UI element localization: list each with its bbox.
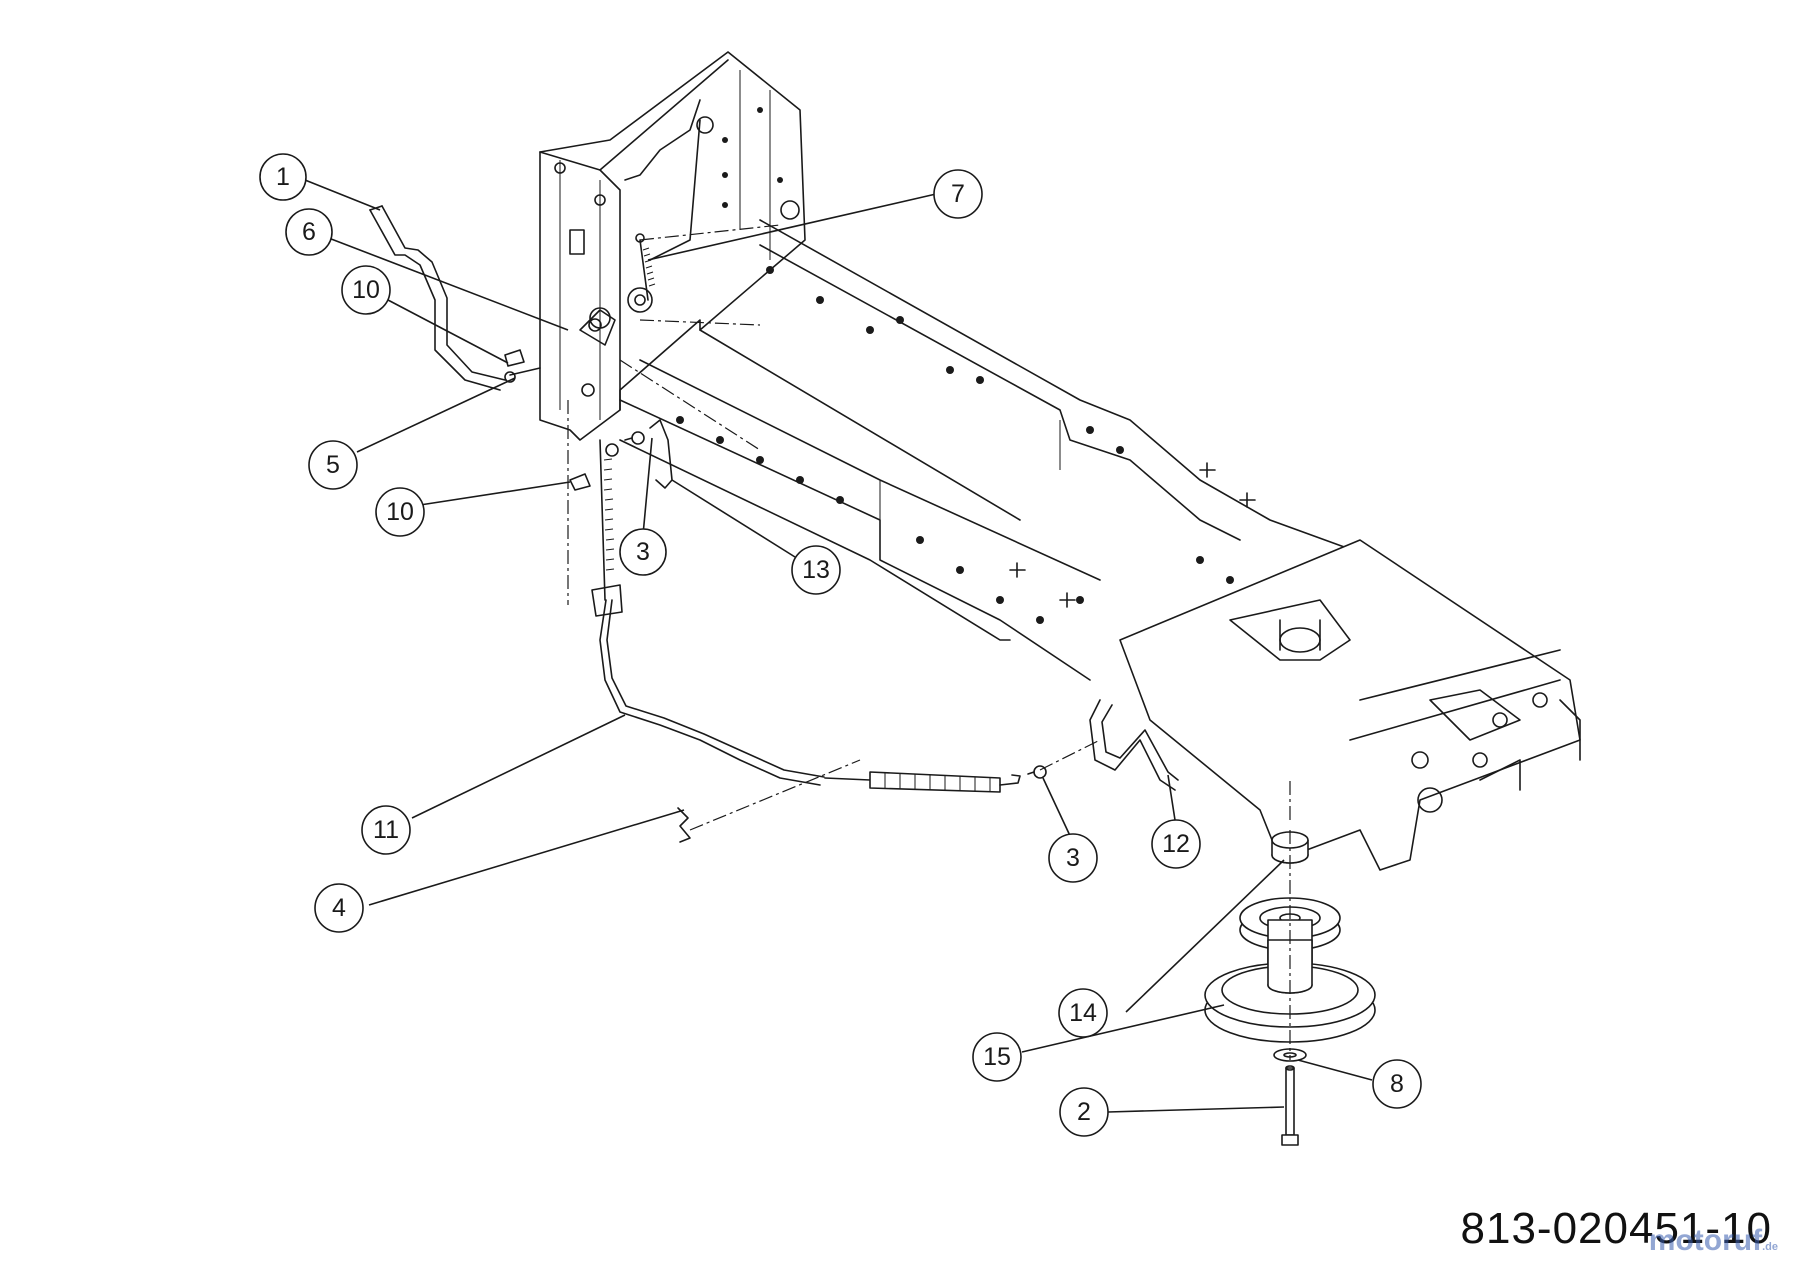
callout-3-upper: 3 <box>619 528 667 576</box>
svg-text:14: 14 <box>1069 999 1097 1027</box>
main-frame-rails <box>619 219 1581 871</box>
watermark-suffix: .de <box>1762 1241 1778 1253</box>
shoulder-bolt <box>504 367 541 383</box>
callout-2: 2 <box>1059 1087 1109 1137</box>
drawing-number: 813-020451-10 <box>1460 1204 1772 1253</box>
callout-7: 7 <box>933 169 983 219</box>
svg-text:10: 10 <box>386 498 414 526</box>
callout-5: 5 <box>308 440 358 490</box>
svg-text:11: 11 <box>373 816 399 844</box>
callout-14: 14 <box>1058 988 1108 1038</box>
bolt-upper <box>504 349 525 367</box>
nut-lower <box>1027 765 1047 779</box>
callout-10-upper: 10 <box>341 265 391 315</box>
tension-spring <box>635 233 656 301</box>
idler-rod <box>1089 699 1179 791</box>
leader-lines <box>299 177 1373 1113</box>
pivot-bracket <box>579 309 616 346</box>
svg-text:15: 15 <box>983 1043 1011 1071</box>
callout-12: 12 <box>1151 819 1201 869</box>
svg-text:3: 3 <box>636 538 650 566</box>
callout-13: 13 <box>791 545 841 595</box>
svg-text:7: 7 <box>951 180 965 208</box>
callout-10-lower: 10 <box>375 487 425 537</box>
svg-text:4: 4 <box>332 894 346 922</box>
callout-11: 11 <box>361 805 411 855</box>
front-frame-plate <box>539 51 806 441</box>
bolt <box>1281 1065 1299 1146</box>
svg-text:12: 12 <box>1162 830 1190 858</box>
svg-text:2: 2 <box>1077 1098 1091 1126</box>
svg-text:10: 10 <box>352 276 380 304</box>
svg-text:8: 8 <box>1390 1070 1404 1098</box>
callout-1: 1 <box>259 153 307 201</box>
svg-text:13: 13 <box>802 556 830 584</box>
svg-text:6: 6 <box>302 218 316 246</box>
assembly-center-lines <box>567 224 1291 1060</box>
callout-8: 8 <box>1372 1059 1422 1109</box>
cable-assembly <box>569 439 1021 793</box>
rail-holes <box>676 266 1234 624</box>
callout-15: 15 <box>972 1032 1022 1082</box>
hairpin-clip <box>677 807 691 843</box>
hook-spring <box>649 419 673 489</box>
callout-4: 4 <box>314 883 364 933</box>
callout-3-lower: 3 <box>1048 833 1098 883</box>
nut-upper <box>624 431 645 445</box>
svg-text:3: 3 <box>1066 844 1080 872</box>
watermark-logo: motoruf.de <box>1649 1224 1778 1258</box>
svg-text:5: 5 <box>326 451 340 479</box>
watermark-brand: motoruf <box>1648 1224 1763 1257</box>
svg-text:1: 1 <box>276 163 290 191</box>
callout-6: 6 <box>285 208 333 256</box>
